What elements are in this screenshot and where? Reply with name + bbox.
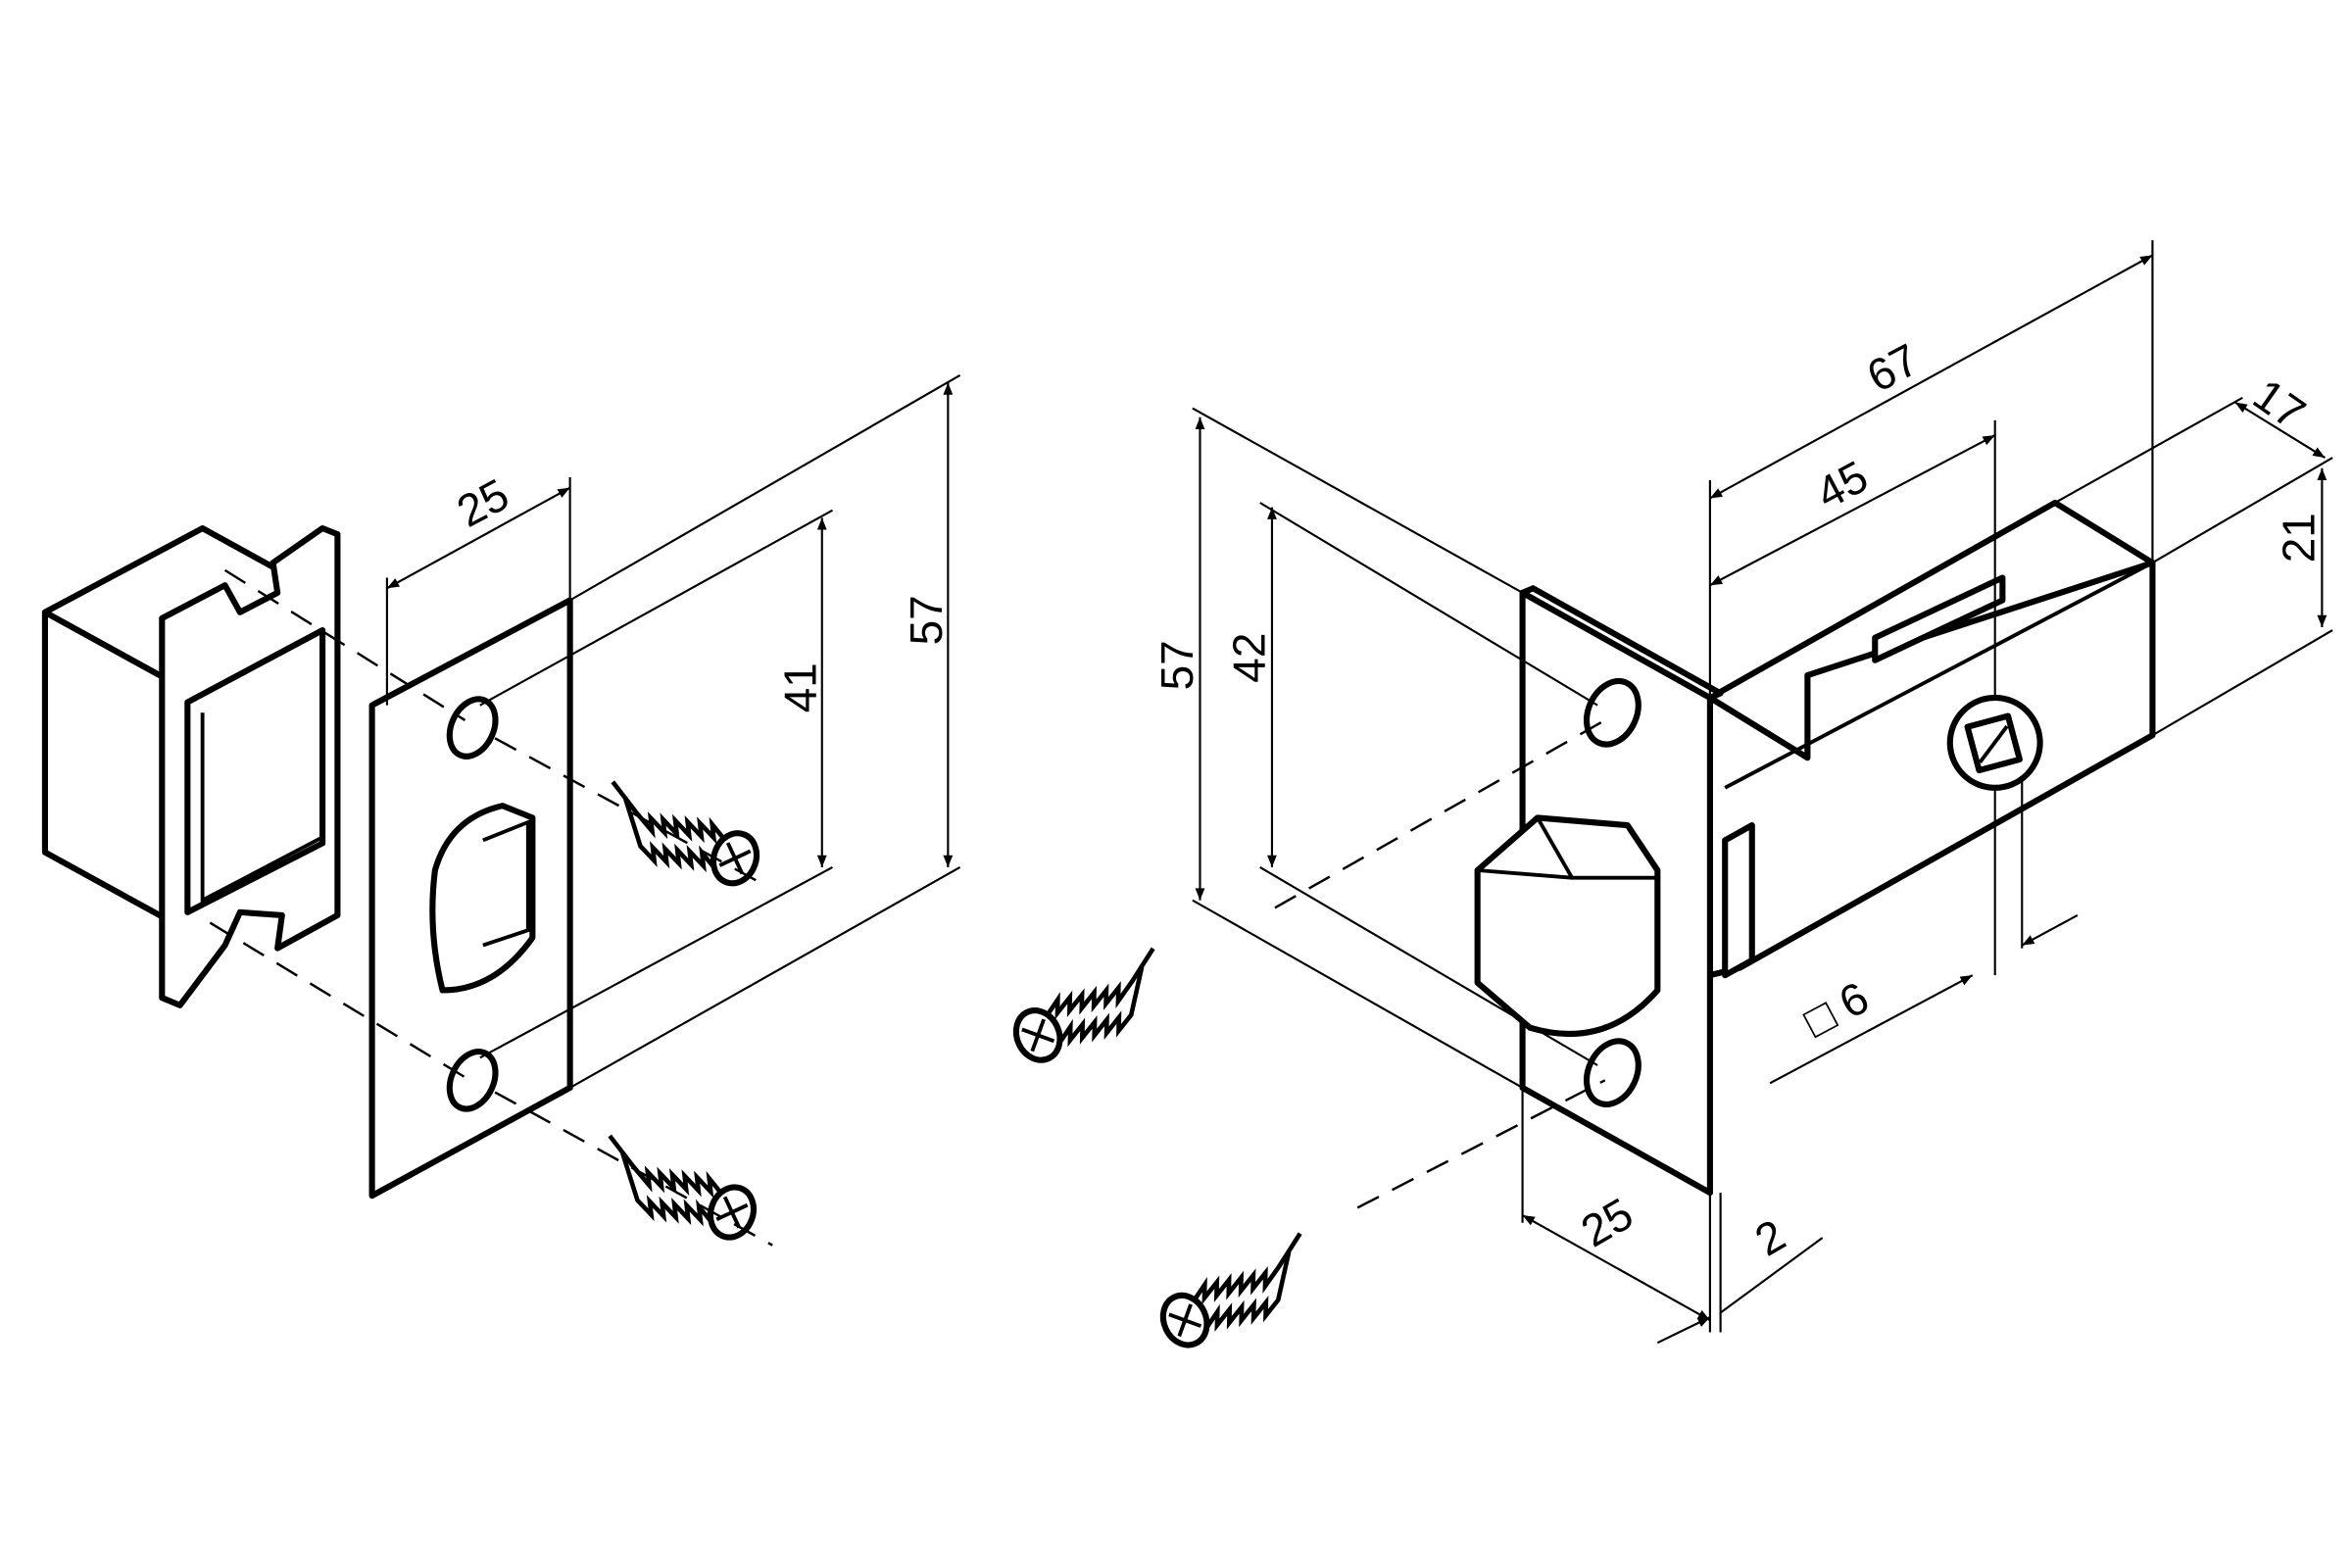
- latch-screw-lower: [1153, 1234, 1326, 1356]
- dim-latch-body-height: 21: [2274, 513, 2325, 563]
- strike-plate: [368, 597, 573, 1200]
- latch-centerlines: [1274, 718, 1606, 1209]
- dim-latch-backset-45: 45: [1808, 451, 1876, 519]
- dim-latch-faceplate-width: 25: [1573, 1188, 1642, 1257]
- dim-strike-width: 25: [449, 468, 516, 537]
- dim-strike-hole-spacing: 41: [775, 662, 826, 712]
- latch-screw-upper: [1006, 949, 1179, 1071]
- latch-bolt: [1474, 814, 1661, 1037]
- dim-strike-height: 57: [901, 595, 952, 645]
- strike-centerlines: [209, 568, 773, 1247]
- dim-spindle-square: □ 6: [1795, 971, 1877, 1047]
- dim-latch-faceplate-height: 57: [1152, 640, 1202, 690]
- latch-body: [1706, 499, 2156, 979]
- strike-box-flange: [159, 524, 341, 1008]
- dim-latch-hole-spacing: 42: [1223, 633, 1274, 683]
- dim-latch-backset-67: 67: [1859, 333, 1927, 402]
- dim-latch-faceplate-thickness: 2: [1746, 1209, 1793, 1266]
- dim-latch-body-thickness: 17: [2244, 368, 2315, 439]
- strike-box: [41, 524, 326, 922]
